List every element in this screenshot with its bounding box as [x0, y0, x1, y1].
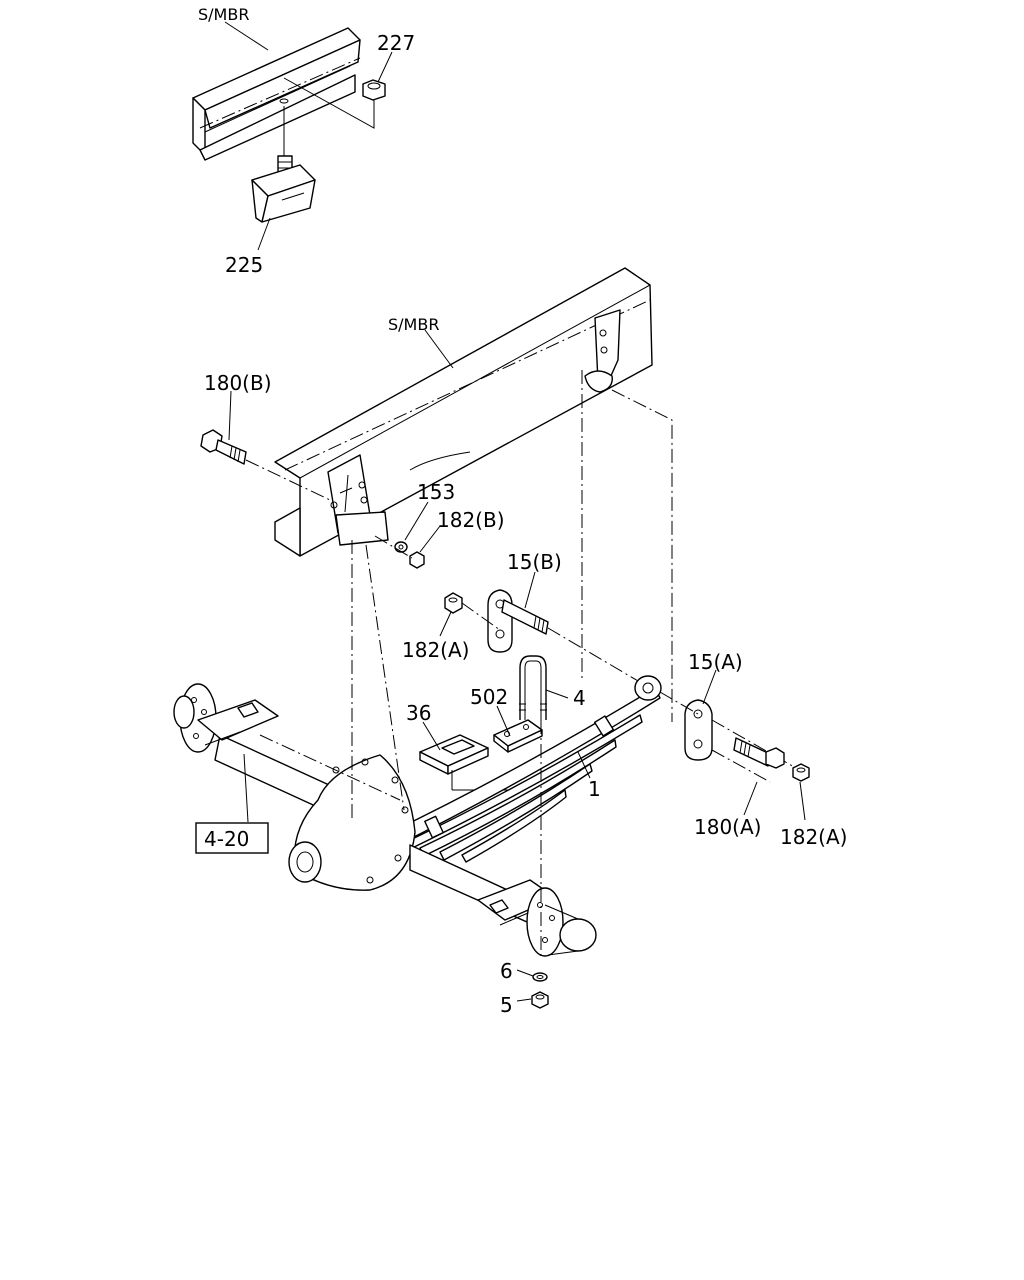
- label-part-227: 227: [377, 31, 415, 55]
- leader-182b: [419, 525, 441, 553]
- shackle-15a-axis-line: [659, 691, 699, 715]
- label-smbr-main: S/MBR: [388, 315, 439, 334]
- leader-15a: [702, 669, 717, 705]
- leader-5: [516, 998, 532, 1002]
- rear-axle-housing: [173, 683, 597, 957]
- leader-6: [516, 969, 534, 977]
- reference-label-4-20: 4-20: [204, 827, 249, 851]
- bump-stopper-225: [251, 155, 316, 223]
- front-spring-bracket: [327, 454, 389, 546]
- nut-227-phantom-line: [283, 77, 375, 129]
- label-part-5: 5: [500, 993, 513, 1017]
- nut-182a-left: [444, 592, 463, 614]
- nut-5: [531, 991, 549, 1009]
- shackle-plate-15a: [684, 699, 713, 761]
- spring-pad-36: [419, 734, 489, 775]
- label-part-15a: 15(A): [688, 650, 743, 674]
- label-part-6: 6: [500, 959, 513, 983]
- label-part-36: 36: [406, 701, 431, 725]
- nut-227: [362, 79, 386, 101]
- label-smbr-top: S/MBR: [198, 5, 249, 24]
- leader-4: [545, 689, 569, 699]
- rear-shackle-path-line: [611, 389, 673, 722]
- label-part-182a-left: 182(A): [402, 638, 469, 662]
- label-part-1: 1: [588, 777, 601, 801]
- washer-153: [394, 541, 408, 553]
- leader-225: [257, 217, 271, 251]
- washer-6: [532, 972, 548, 982]
- leader-15b: [524, 571, 536, 609]
- shackle-plate-15b: [487, 589, 549, 653]
- side-member-main: [274, 267, 653, 557]
- label-part-225: 225: [225, 253, 263, 277]
- leaf-spring-1: [369, 675, 662, 863]
- leader-153: [404, 501, 429, 541]
- nut-182b: [409, 551, 425, 569]
- leader-1: [577, 751, 591, 779]
- side-member-channel-top: [192, 27, 361, 161]
- leader-180b: [228, 390, 232, 441]
- leader-36: [422, 721, 441, 751]
- leader-502: [496, 705, 511, 737]
- leader-smbr-main: [424, 329, 454, 369]
- leader-smbr-top: [224, 21, 269, 51]
- shackle-15b-axis-line: [461, 602, 501, 631]
- nut-182a-right: [792, 763, 810, 782]
- u-bolt-plate-502: [493, 719, 543, 753]
- front-eye-diagonal-line: [365, 544, 405, 811]
- label-part-4: 4: [573, 686, 586, 710]
- leader-227: [377, 51, 393, 83]
- shackle-upper-axis-line: [547, 627, 651, 689]
- label-part-153: 153: [417, 480, 455, 504]
- label-part-15b: 15(B): [507, 550, 562, 574]
- bracket-bolt-axis-line: [374, 535, 413, 559]
- bolt-180b-axis-line: [245, 459, 331, 501]
- leader-4-20: [243, 753, 249, 823]
- label-part-182b: 182(B): [437, 508, 505, 532]
- label-part-180b: 180(B): [204, 371, 272, 395]
- bolt-180b: [200, 429, 247, 465]
- axle-phantom-line: [259, 734, 401, 801]
- bolt-180a: [733, 737, 785, 769]
- label-part-182a-right: 182(A): [780, 825, 847, 849]
- leader-182a-right: [799, 781, 806, 821]
- rear-shackle-bracket: [584, 309, 621, 393]
- shackle-15a-lower-axis: [711, 749, 771, 783]
- reference-box-4-20[interactable]: 4-20: [195, 822, 269, 854]
- leader-180a: [743, 781, 758, 816]
- label-part-180a: 180(A): [694, 815, 761, 839]
- u-bolt-4: [519, 655, 547, 720]
- label-part-502: 502: [470, 685, 508, 709]
- leader-182a-left: [439, 611, 452, 637]
